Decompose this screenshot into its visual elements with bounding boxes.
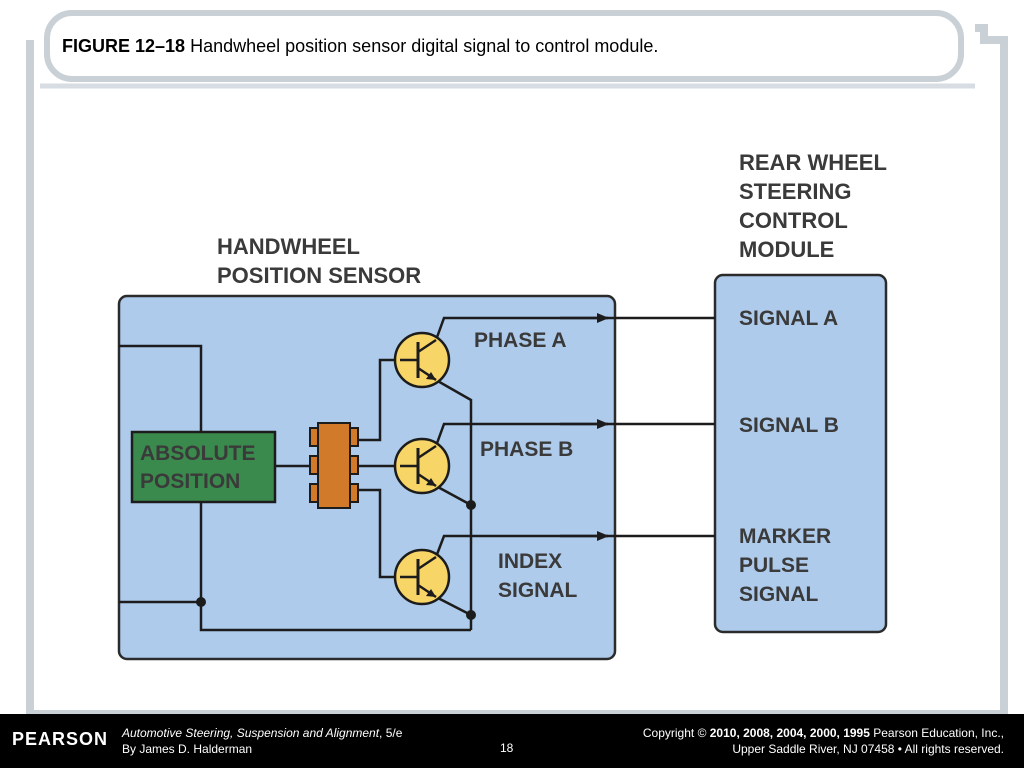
module-title-line-1: REAR WHEEL bbox=[739, 150, 887, 175]
pearson-logo: PEARSON bbox=[12, 729, 109, 749]
junction-dot bbox=[466, 500, 476, 510]
sensor-title-line-1: HANDWHEEL bbox=[217, 234, 360, 259]
module-title-line-3: CONTROL bbox=[739, 208, 847, 233]
index-signal-label: INDEX SIGNAL bbox=[498, 550, 578, 602]
footer-bar: PEARSON Automotive Steering, Suspension … bbox=[0, 714, 1024, 768]
absolute-position-line-1: ABSOLUTE bbox=[140, 442, 256, 465]
sensor-box bbox=[117, 294, 617, 661]
module-title-line-4: MODULE bbox=[739, 237, 834, 262]
caption-text: Handwheel position sensor digital signal… bbox=[190, 36, 659, 56]
title-box bbox=[44, 10, 964, 82]
transistor-phase-a bbox=[393, 331, 451, 389]
sensor-title: HANDWHEEL POSITION SENSOR bbox=[217, 234, 421, 288]
signal-arrows bbox=[560, 313, 609, 541]
index-signal-line-2: SIGNAL bbox=[498, 579, 578, 602]
marker-pulse-line-1: MARKER bbox=[739, 525, 831, 548]
sensor-diagram: REAR WHEEL STEERING CONTROL MODULE HANDW… bbox=[117, 150, 893, 661]
sensor-title-line-2: POSITION SENSOR bbox=[217, 263, 421, 288]
optocoupler bbox=[309, 422, 359, 509]
control-module-box bbox=[713, 273, 888, 634]
copyright-years: 2010, 2008, 2004, 2000, 1995 bbox=[709, 726, 870, 740]
absolute-position-line-2: POSITION bbox=[140, 470, 240, 493]
figure-label: FIGURE 12–18 bbox=[62, 36, 186, 56]
copyright-line-2: Upper Saddle River, NJ 07458 • All right… bbox=[732, 742, 1004, 756]
book-credit: Automotive Steering, Suspension and Alig… bbox=[122, 725, 402, 757]
marker-pulse-label: MARKER PULSE SIGNAL bbox=[739, 525, 837, 606]
module-title-line-2: STEERING bbox=[739, 179, 851, 204]
figure-caption: FIGURE 12–18 Handwheel position sensor d… bbox=[62, 36, 658, 57]
book-author: By James D. Halderman bbox=[122, 742, 253, 756]
phase-b-label: PHASE B bbox=[480, 438, 573, 461]
wiring bbox=[119, 316, 715, 632]
copyright-suffix: Pearson Education, Inc., bbox=[869, 726, 1004, 740]
module-title: REAR WHEEL STEERING CONTROL MODULE bbox=[739, 150, 893, 262]
signal-a-label: SIGNAL A bbox=[739, 307, 838, 330]
junction-dot bbox=[466, 610, 476, 620]
marker-pulse-line-3: SIGNAL bbox=[739, 583, 819, 606]
signal-b-label: SIGNAL B bbox=[739, 414, 839, 437]
marker-pulse-line-2: PULSE bbox=[739, 554, 809, 577]
book-edition: , 5/e bbox=[379, 726, 403, 740]
copyright: Copyright © 2010, 2008, 2004, 2000, 1995… bbox=[643, 725, 1004, 757]
junction-dot bbox=[196, 597, 206, 607]
copyright-prefix: Copyright © bbox=[642, 726, 710, 740]
page-number: 18 bbox=[500, 741, 514, 755]
phase-a-label: PHASE A bbox=[474, 329, 567, 352]
index-signal-line-1: INDEX bbox=[498, 550, 562, 573]
book-title: Automotive Steering, Suspension and Alig… bbox=[122, 726, 380, 740]
transistor-index bbox=[393, 548, 451, 606]
absolute-position-label: ABSOLUTE POSITION bbox=[140, 442, 261, 493]
transistor-phase-b bbox=[393, 437, 451, 495]
absolute-position-block bbox=[130, 430, 277, 504]
